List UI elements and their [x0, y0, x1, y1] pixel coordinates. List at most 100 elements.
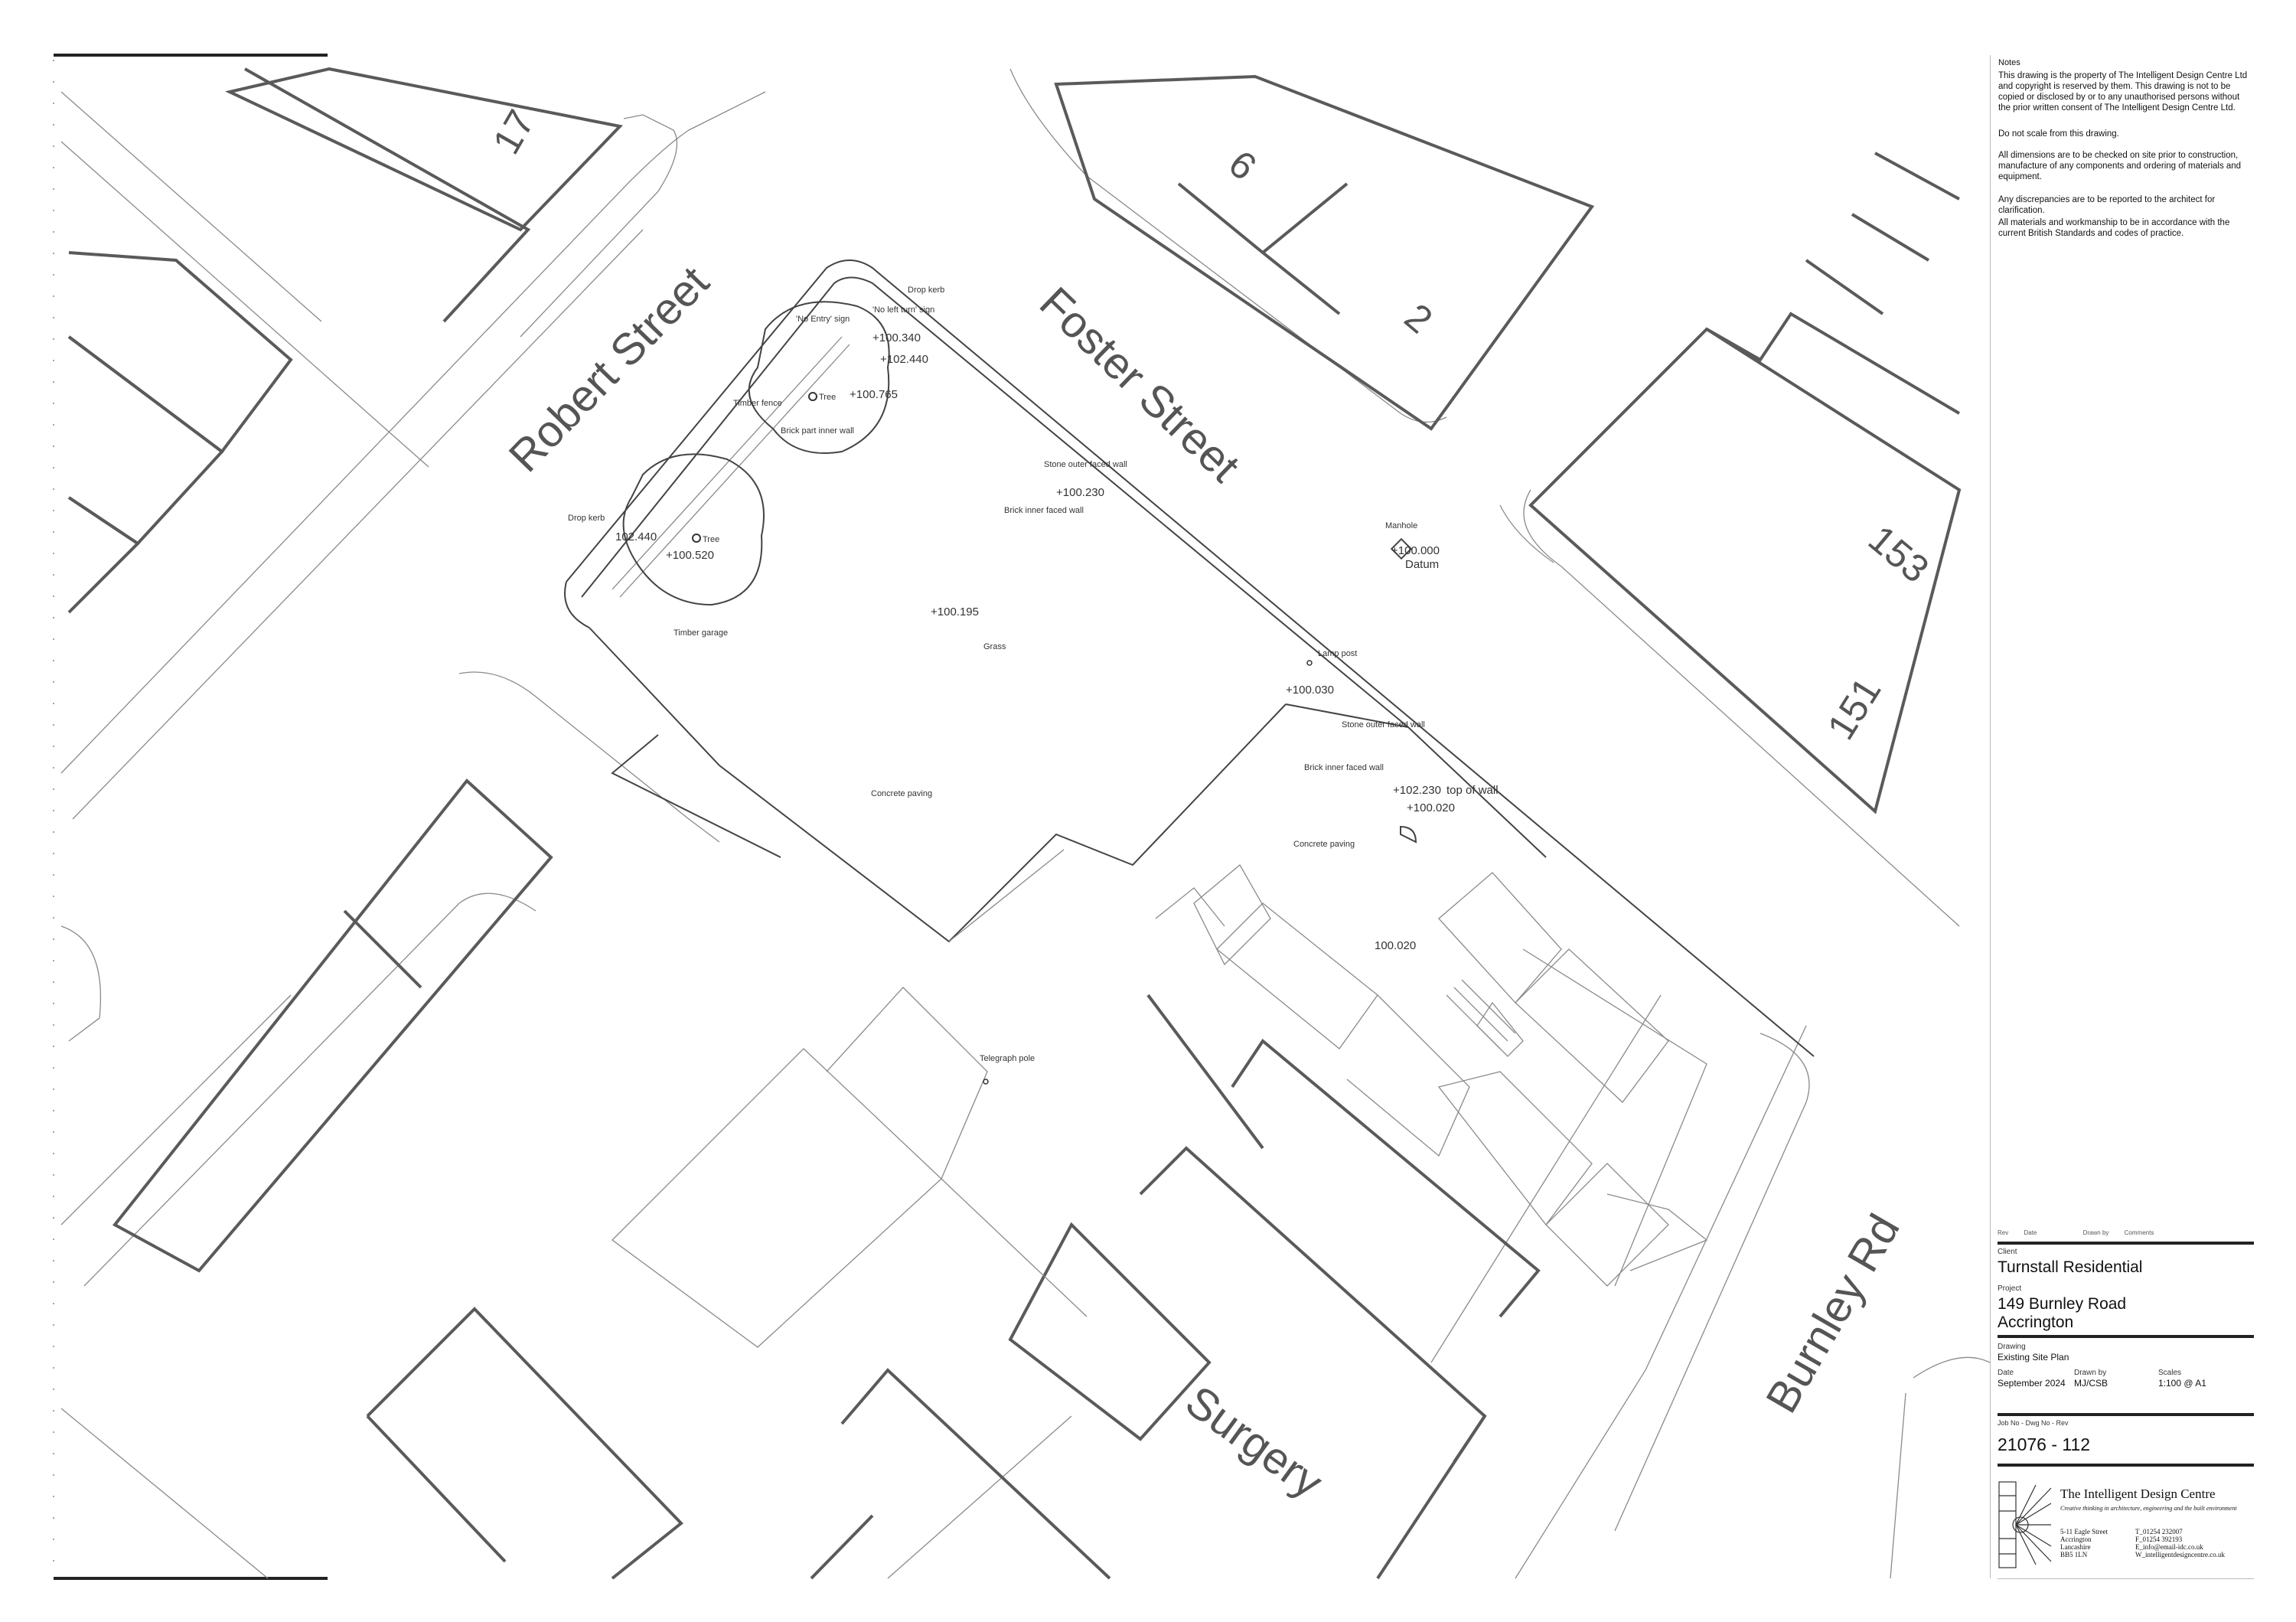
project-line-1: 149 Burnley Road — [1998, 1295, 2127, 1313]
label-timber-fence: Timber fence — [733, 399, 782, 408]
house-number-151: 151 — [1819, 670, 1890, 746]
drawing-caption: Drawing — [1998, 1343, 2026, 1351]
tree-canopy-2 — [622, 453, 765, 606]
level-2: +102.440 — [880, 353, 928, 366]
tree-canopy-1 — [748, 301, 890, 454]
level-11: +100.020 — [1407, 801, 1455, 814]
manhole-icon — [1390, 537, 1413, 560]
label-timber-garage: Timber garage — [673, 628, 728, 638]
label-stone-outer-faced-wall-2: Stone outer faced wall — [1342, 720, 1425, 729]
road-kerbs — [60, 68, 1990, 1579]
drawn-by: MJ/CSB — [2074, 1378, 2108, 1389]
note-item: Do not scale from this drawing. — [1998, 129, 2119, 139]
label-brick-inner-faced-wall-1: Brick inner faced wall — [1004, 506, 1084, 515]
address-line: Lancashire — [2060, 1543, 2091, 1551]
label-stone-outer-faced-wall-1: Stone outer faced wall — [1044, 460, 1127, 469]
title-block: Rev Date Drawn by Comments Client Turnst… — [1990, 1229, 2254, 1579]
company-tagline: Creative thinking in architecture, engin… — [2060, 1505, 2237, 1512]
label-manhole: Manhole — [1385, 521, 1417, 530]
street-name-burnley: Burnley Rd — [1756, 1206, 1910, 1421]
revision-header: Rev Date Drawn by Comments — [1998, 1229, 2167, 1236]
job-number: 21076 - 112 — [1998, 1434, 2091, 1454]
street-name-robert: Robert Street — [500, 257, 719, 481]
client-name: Turnstall Residential — [1998, 1258, 2143, 1276]
drawing-date: September 2024 — [1998, 1378, 2066, 1389]
label-datum: Datum — [1405, 558, 1439, 571]
stair-icon — [1446, 979, 1516, 1049]
drawn-by-caption: Drawn by — [2074, 1369, 2107, 1377]
level-9: +100.030 — [1286, 684, 1334, 697]
label-drop-kerb-left: Drop kerb — [568, 514, 605, 523]
note-item: Any discrepancies are to be reported to … — [1998, 195, 2216, 215]
building-outlines — [67, 67, 1962, 1580]
drawing-title: Existing Site Plan — [1998, 1352, 2069, 1363]
house-number-2: 2 — [1397, 295, 1440, 342]
date-header: Date — [2024, 1229, 2037, 1236]
contact-line: E_info@email-idc.co.uk — [2135, 1543, 2203, 1551]
company-contact: T_01254 232007 F_01254 392193 E_info@ema… — [2135, 1528, 2225, 1558]
notes-heading: Notes — [1998, 58, 2020, 67]
lamp-post-icon — [1306, 660, 1313, 666]
address-line: 5-11 Eagle Street — [2060, 1528, 2108, 1536]
company-name: The Intelligent Design Centre — [2060, 1487, 2216, 1501]
label-concrete-paving-2: Concrete paving — [1293, 840, 1355, 849]
label-telegraph-pole: Telegraph pole — [980, 1054, 1035, 1063]
level-6: +100.520 — [666, 549, 714, 562]
comments-header: Comments — [2124, 1229, 2154, 1236]
label-tree-1: Tree — [819, 393, 836, 402]
divider — [1998, 1413, 2254, 1416]
label-grass: Grass — [983, 642, 1006, 651]
scales-caption: Scales — [2158, 1369, 2182, 1377]
notes-panel: Notes This drawing is the property of Th… — [1990, 55, 2255, 1578]
level-3: +100.765 — [850, 388, 898, 401]
site-boundary — [564, 259, 1815, 1057]
telegraph-pole-icon — [983, 1079, 989, 1085]
ancillary-outlines — [612, 864, 1708, 1348]
label-brick-inner-faced-wall-2: Brick inner faced wall — [1304, 763, 1384, 772]
project-caption: Project — [1998, 1284, 2022, 1293]
label-brick-part-inner-wall: Brick part inner wall — [781, 426, 854, 436]
company-address: 5-11 Eagle Street Accrington Lancashire … — [2060, 1528, 2108, 1558]
label-tree-2: Tree — [703, 535, 719, 544]
note-item: All dimensions are to be checked on site… — [1998, 151, 2242, 181]
date-caption: Date — [1998, 1369, 2014, 1377]
rev-header: Rev — [1998, 1229, 2009, 1236]
level-7: +100.000 — [1391, 544, 1440, 557]
level-1: +100.340 — [872, 331, 921, 344]
note-item: This drawing is the property of The Inte… — [1998, 71, 2248, 113]
divider — [1998, 1242, 2254, 1245]
gate-icon — [1400, 825, 1417, 844]
level-4: +100.230 — [1056, 486, 1104, 499]
drawn-by-header: Drawn by — [2082, 1229, 2109, 1236]
label-no-entry-sign: 'No Entry' sign — [796, 315, 850, 324]
note-item: All materials and workmanship to be in a… — [1998, 218, 2230, 238]
company-logo-area: The Intelligent Design Centre Creative t… — [1998, 1477, 2254, 1577]
scales: 1:100 @ A1 — [2158, 1378, 2206, 1389]
label-no-left-turn-sign: 'No left turn' sign — [872, 305, 934, 315]
label-lamp-post: Lamp post — [1318, 649, 1357, 658]
house-number-6: 6 — [1221, 142, 1264, 189]
level-12: 100.020 — [1375, 939, 1416, 952]
site-plan-drawing: Robert Street Foster Street Burnley Rd S… — [53, 54, 1990, 1580]
label-top-of-wall: top of wall — [1446, 784, 1499, 797]
trees — [622, 301, 890, 606]
building-name-surgery: Surgery — [1176, 1376, 1332, 1508]
site-symbols — [983, 537, 1516, 1085]
divider — [1998, 1335, 2254, 1338]
job-caption: Job No - Dwg No - Rev — [1998, 1419, 2069, 1427]
divider — [1998, 1464, 2254, 1467]
label-concrete-paving-1: Concrete paving — [871, 789, 932, 798]
contact-line: F_01254 392193 — [2135, 1536, 2183, 1543]
contact-line: T_01254 232007 — [2135, 1528, 2183, 1536]
level-8: +100.195 — [931, 605, 979, 618]
level-10: +102.230 — [1393, 784, 1441, 797]
label-drop-kerb-top: Drop kerb — [908, 286, 944, 295]
company-logo-icon — [1998, 1481, 2052, 1568]
level-5: 102.440 — [615, 530, 657, 543]
address-line: Accrington — [2060, 1536, 2092, 1543]
address-line: BB5 1LN — [2060, 1551, 2088, 1558]
project-line-2: Accrington — [1998, 1314, 2074, 1331]
house-number-17: 17 — [484, 103, 543, 161]
client-caption: Client — [1998, 1248, 2017, 1256]
divider — [1998, 1578, 2254, 1579]
